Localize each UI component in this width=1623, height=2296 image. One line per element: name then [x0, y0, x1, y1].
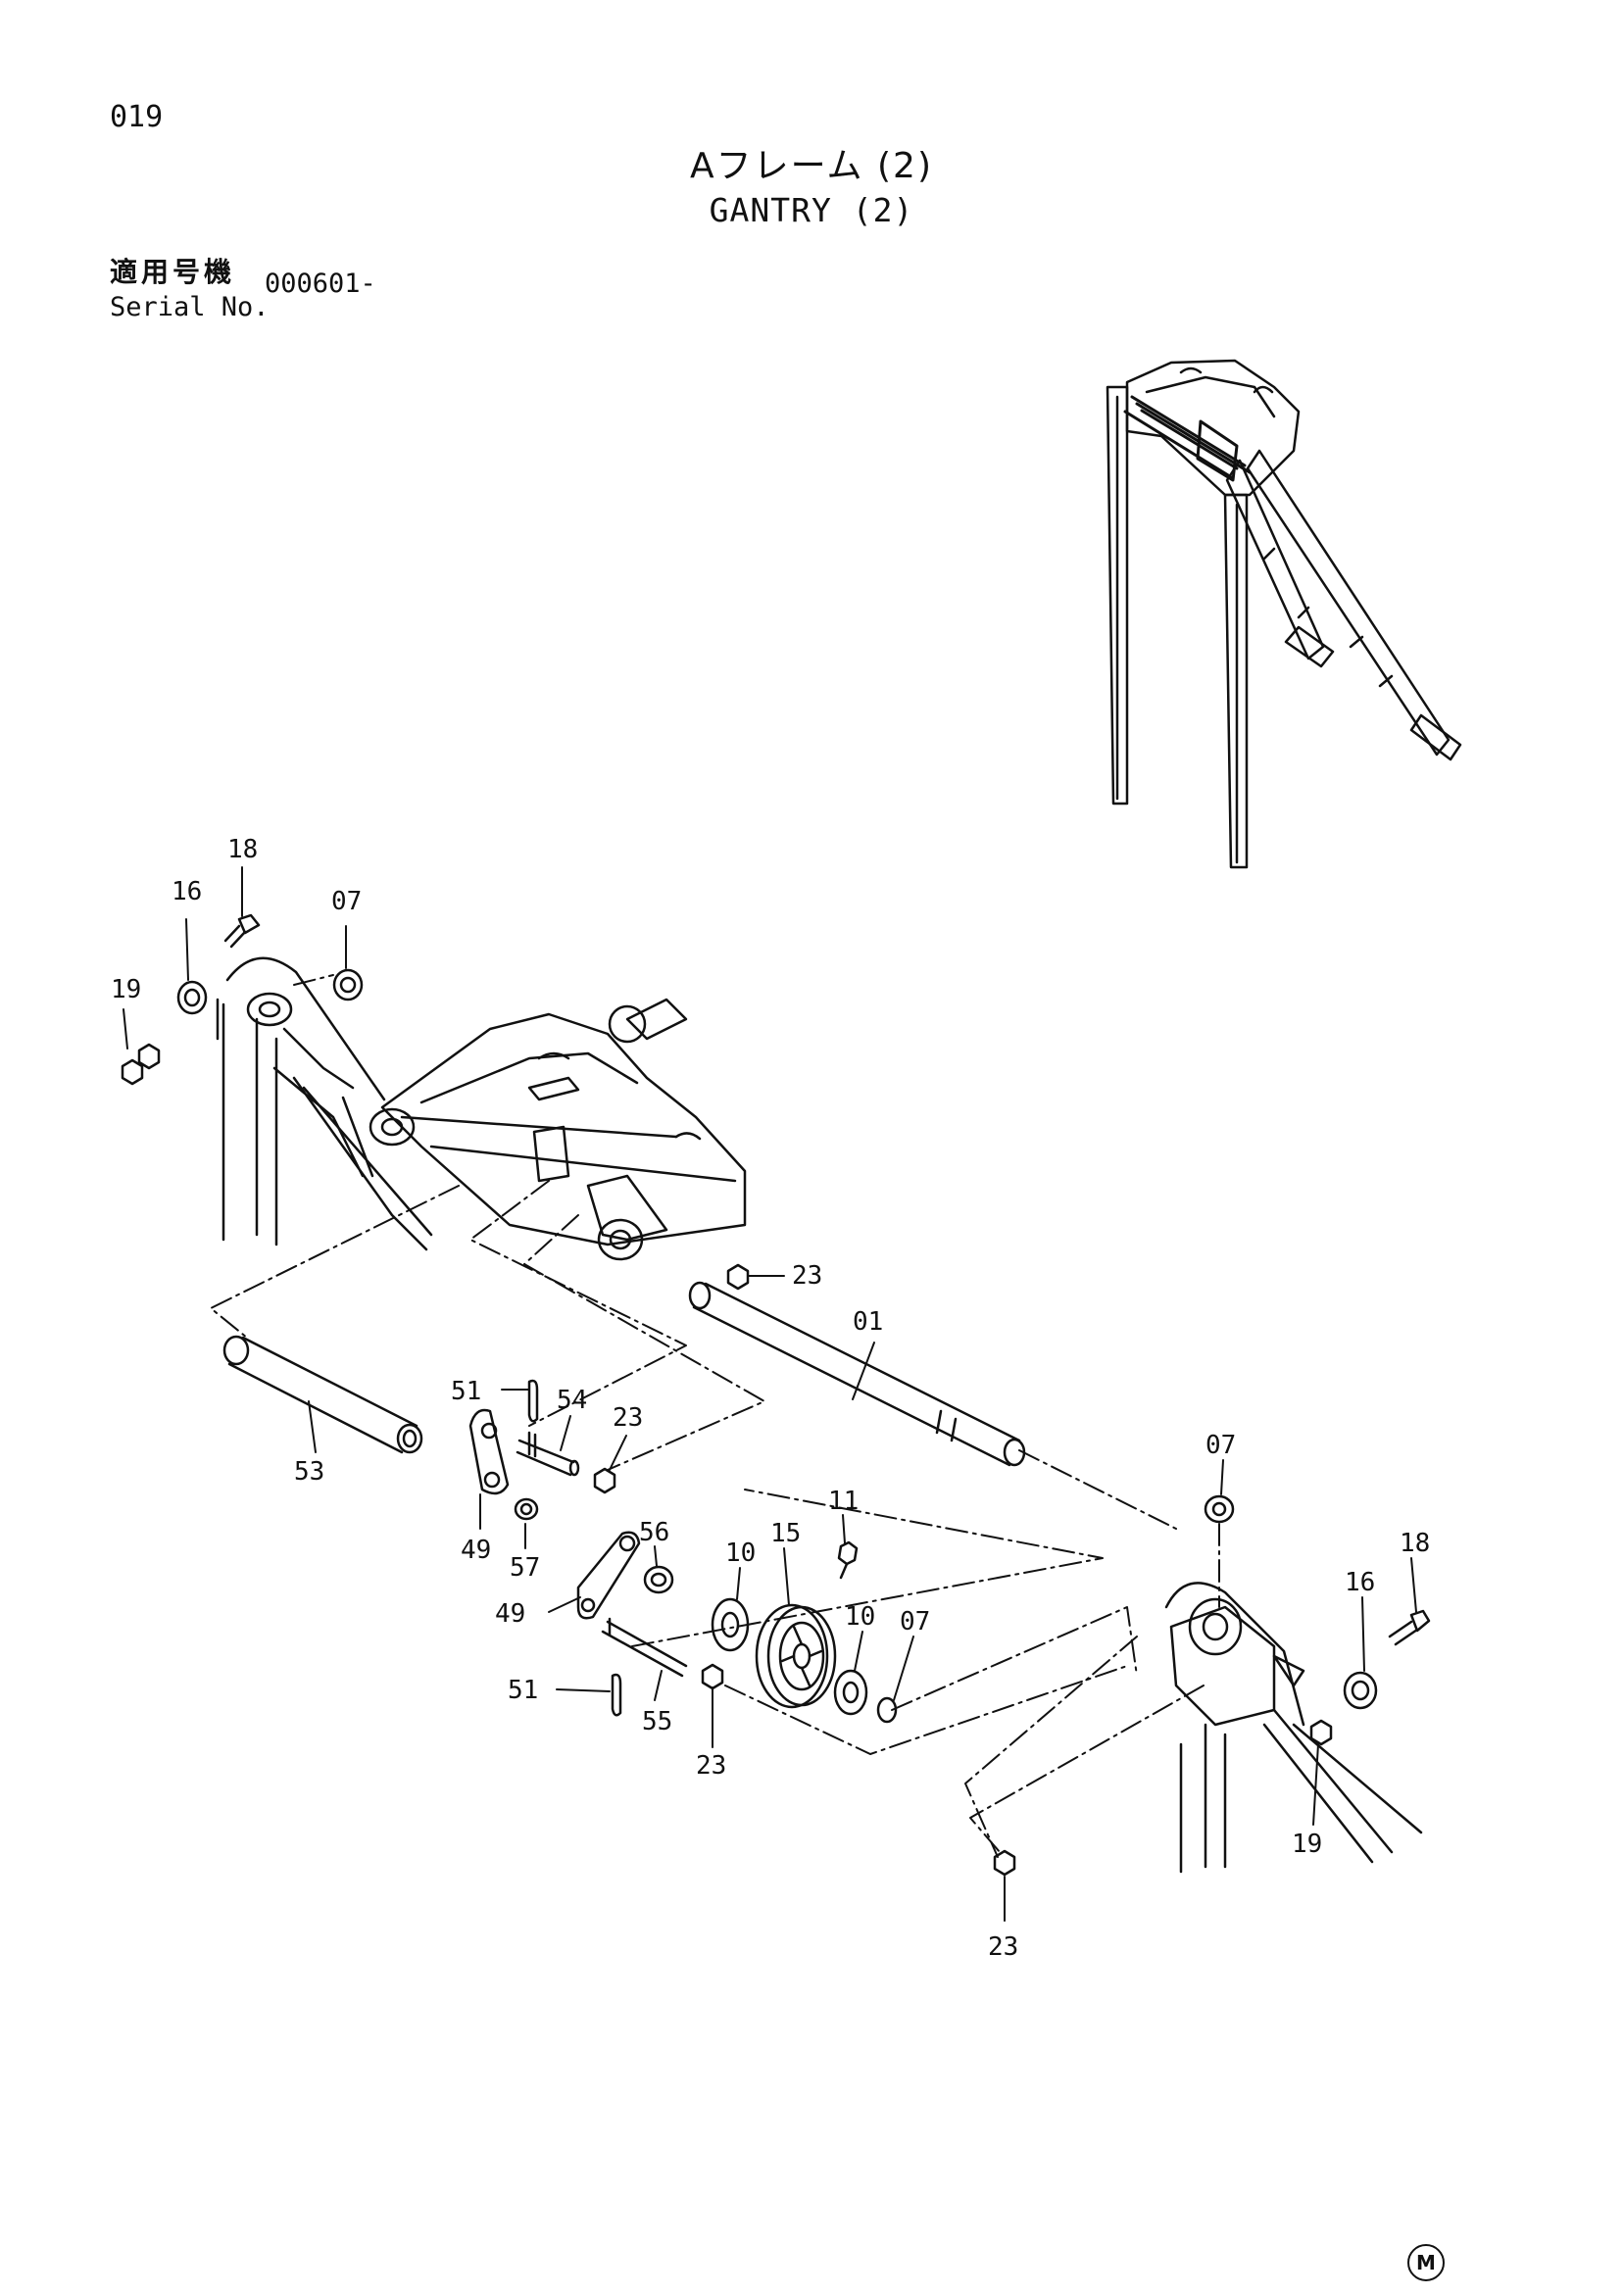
callout-51: 51 — [451, 1377, 481, 1406]
callout-07: 07 — [331, 887, 362, 916]
callout-10: 10 — [845, 1602, 875, 1632]
callout-54: 54 — [557, 1386, 587, 1415]
callout-16: 16 — [1345, 1568, 1375, 1597]
callout-56: 56 — [639, 1518, 669, 1547]
serial-number: 000601- — [265, 269, 376, 299]
callout-53: 53 — [294, 1457, 324, 1487]
callout-19: 19 — [111, 975, 141, 1004]
callout-11: 11 — [828, 1487, 859, 1516]
callout-23: 23 — [988, 1932, 1018, 1962]
page-title-en: GANTRY (2) — [709, 191, 914, 229]
callout-23: 23 — [792, 1261, 822, 1291]
serial-label-jp: 適用号機 — [110, 256, 236, 288]
callout-19: 19 — [1292, 1830, 1322, 1859]
alignment-lines — [210, 974, 1220, 1858]
callout-55: 55 — [642, 1707, 672, 1736]
callout-49: 49 — [495, 1599, 525, 1629]
callout-23: 23 — [696, 1751, 726, 1781]
callout-01: 01 — [853, 1307, 883, 1337]
callout-23: 23 — [613, 1403, 643, 1433]
page-number: 019 — [110, 100, 164, 134]
callout-16: 16 — [172, 877, 202, 906]
callout-10: 10 — [725, 1539, 756, 1568]
callout-49: 49 — [461, 1536, 491, 1565]
callout-labels: 18 16 07 19 23 01 51 54 23 53 49 57 56 1… — [111, 835, 1430, 1962]
callout-51: 51 — [508, 1676, 538, 1705]
callout-15: 15 — [770, 1519, 801, 1548]
callout-57: 57 — [510, 1553, 540, 1583]
page-title-jp: Aフレーム (2) — [690, 146, 933, 186]
callout-07: 07 — [1205, 1431, 1236, 1460]
main-assembly — [121, 913, 1431, 1877]
callout-07: 07 — [900, 1607, 930, 1637]
callout-18: 18 — [1400, 1529, 1430, 1558]
trademark-icon: M — [1407, 2244, 1445, 2281]
leader-lines — [123, 866, 1417, 1922]
overview-inset — [1106, 359, 1462, 869]
serial-label-en: Serial No. — [110, 292, 270, 322]
callout-18: 18 — [227, 835, 258, 864]
